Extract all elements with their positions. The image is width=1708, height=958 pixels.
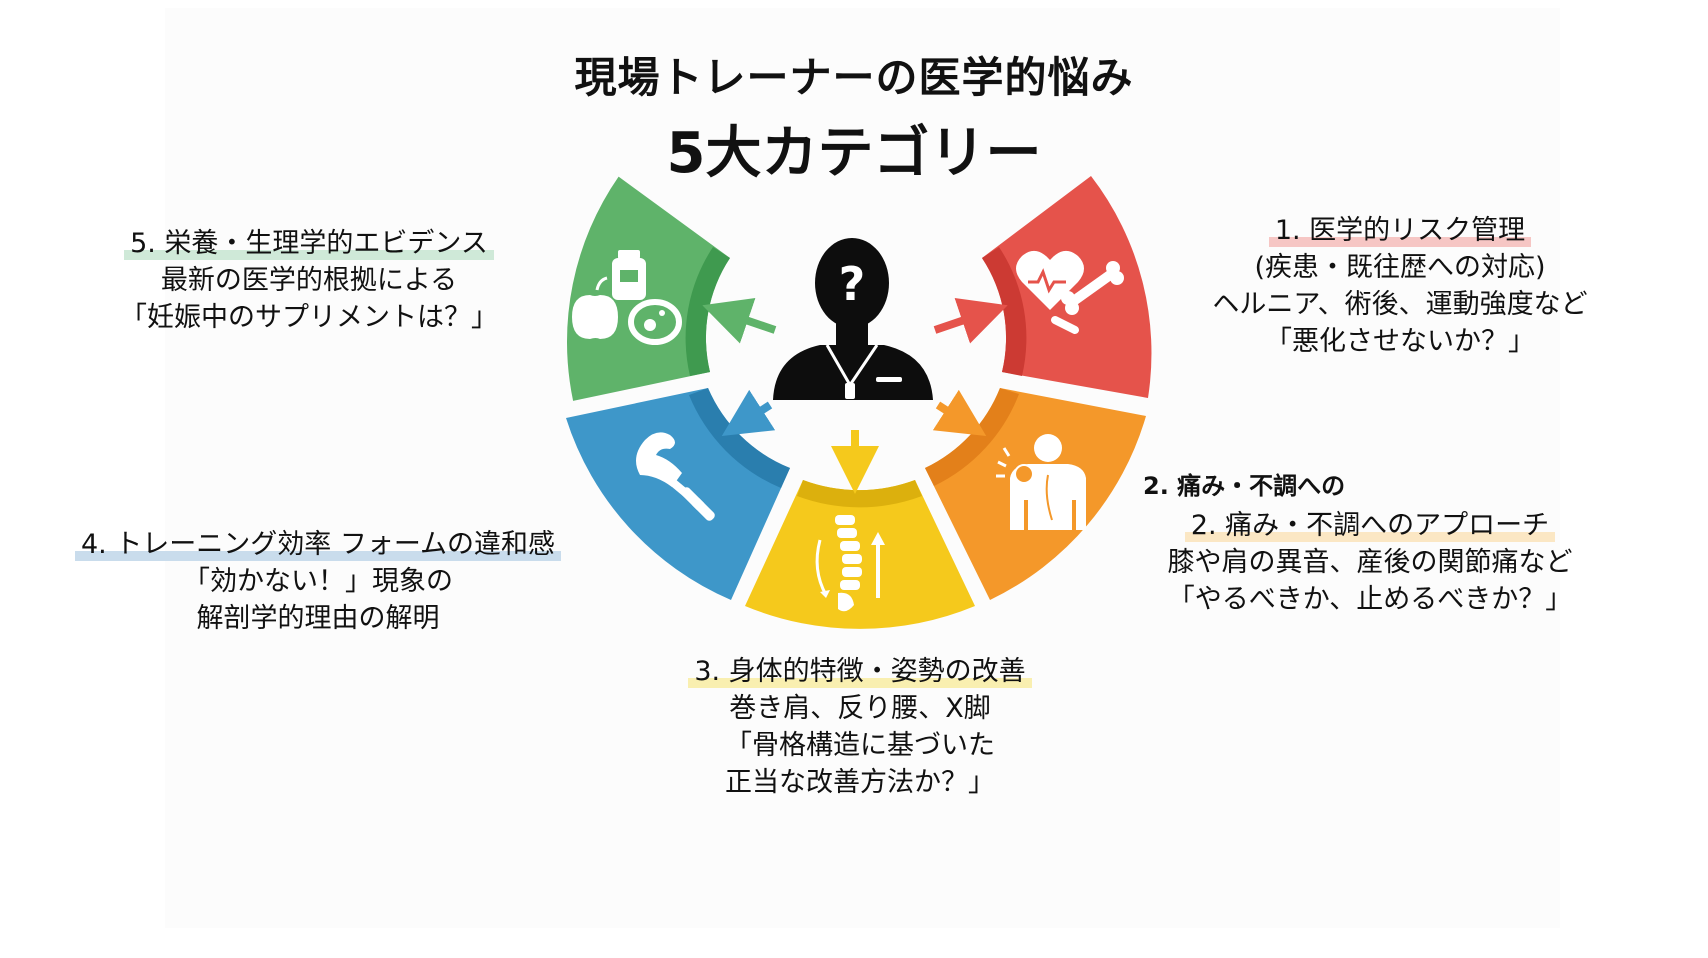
arrow-to-blue bbox=[721, 389, 776, 436]
category-5-block: 5. 栄養・生理学的エビデンス 最新の医学的根拠による 「妊娠中のサプリメントは… bbox=[84, 226, 534, 336]
shoulder-pain-icon bbox=[996, 434, 1086, 530]
category-5-heading: 5. 栄養・生理学的エビデンス bbox=[124, 226, 494, 262]
category-4-block: 4. トレーニング効率 フォームの違和感 「効かない！」現象の 解剖学的理由の解… bbox=[18, 527, 618, 637]
category-4-line-2: 解剖学的理由の解明 bbox=[196, 603, 440, 634]
category-1-line-3: 「悪化させないか？」 bbox=[1265, 326, 1535, 357]
trainer-silhouette-question-icon: ? bbox=[773, 238, 933, 400]
segment-green bbox=[566, 176, 730, 401]
heart-bone-icon bbox=[1016, 250, 1124, 334]
category-4-heading: 4. トレーニング効率 フォームの違和感 bbox=[74, 527, 562, 563]
category-5-highlight bbox=[124, 250, 494, 260]
nutrition-supplement-icon bbox=[572, 250, 682, 345]
category-2-line-2: 「やるべきか、止めるべきか？」 bbox=[1167, 584, 1573, 615]
category-4-line-1: 「効かない！」現象の bbox=[183, 566, 453, 597]
category-5-line-1: 最新の医学的根拠による bbox=[160, 265, 458, 296]
category-1-line-1: (疾患・既往歴への対応) bbox=[1254, 252, 1546, 283]
category-3-heading: 3. 身体的特徴・姿勢の改善 bbox=[688, 654, 1032, 690]
segment-yellow bbox=[745, 480, 975, 629]
category-1-line-2: ヘルニア、術後、運動強度など bbox=[1212, 289, 1588, 320]
arrow-to-orange bbox=[932, 389, 987, 436]
category-3-block: 3. 身体的特徴・姿勢の改善 巻き肩、反り腰、X脚 「骨格構造に基づいた 正当な… bbox=[640, 654, 1080, 801]
segment-blue bbox=[566, 388, 790, 600]
muscle-dumbbell-icon bbox=[636, 432, 715, 521]
category-1-heading: 1. 医学的リスク管理 bbox=[1268, 213, 1532, 249]
category-1-block: 1. 医学的リスク管理 (疾患・既往歴への対応) ヘルニア、術後、運動強度など … bbox=[1175, 213, 1625, 360]
arrow-to-green bbox=[702, 298, 777, 344]
title-line-2: 5大カテゴリー bbox=[666, 121, 1042, 186]
arrow-to-red bbox=[933, 298, 1008, 344]
svg-text:?: ? bbox=[839, 257, 866, 311]
category-4-highlight bbox=[74, 551, 562, 561]
category-3-line-1: 巻き肩、反り腰、X脚 bbox=[729, 693, 991, 724]
category-2-line-1: 膝や肩の異音、産後の関節痛など bbox=[1167, 547, 1573, 578]
category-2-block: 2. 痛み・不調へのアプローチ 膝や肩の異音、産後の関節痛など 「やるべきか、止… bbox=[1140, 508, 1600, 618]
category-2-highlight bbox=[1184, 532, 1556, 542]
category-2-heading: 2. 痛み・不調へのアプローチ bbox=[1184, 508, 1556, 544]
category-2-stray-heading: 2. 痛み・不調への bbox=[1143, 472, 1346, 500]
title-line-1: 現場トレーナーの医学的悩み bbox=[574, 53, 1134, 102]
category-3-highlight bbox=[688, 678, 1032, 688]
category-3-line-3: 正当な改善方法か？」 bbox=[725, 767, 995, 798]
category-1-highlight bbox=[1268, 237, 1532, 247]
spine-posture-icon bbox=[815, 515, 885, 612]
category-3-line-2: 「骨格構造に基づいた bbox=[725, 730, 995, 761]
category-5-line-2: 「妊娠中のサプリメントは？」 bbox=[120, 302, 498, 333]
